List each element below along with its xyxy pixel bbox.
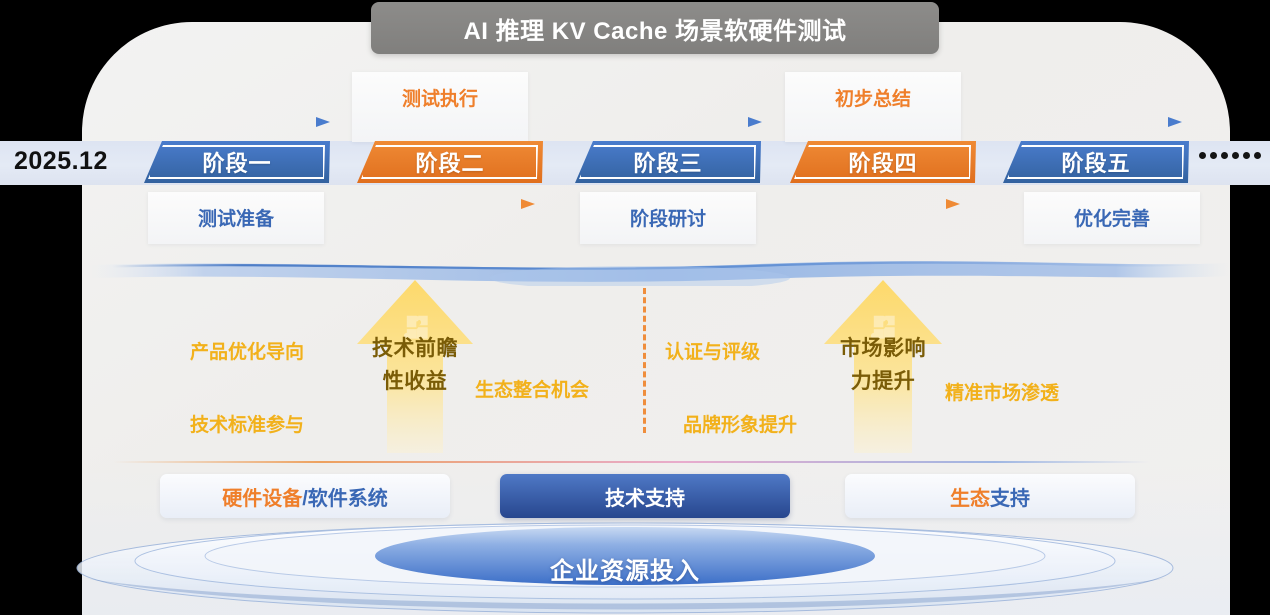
puzzle-icon bbox=[403, 315, 428, 339]
benefit-label-standard-participation: 技术标准参与 bbox=[190, 415, 305, 436]
benefit-label-brand-image: 品牌形象提升 bbox=[683, 415, 798, 436]
support-item-hardware-software[interactable]: 硬件设备/软件系统 bbox=[160, 474, 450, 518]
benefit-arrow-label: 技术前瞻性收益 bbox=[372, 337, 458, 393]
timeline-start-date: 2025.12 bbox=[14, 147, 108, 175]
benefit-label-product-optimization: 产品优化导向 bbox=[190, 342, 305, 363]
benefit-label-market-penetration: 精准市场渗透 bbox=[945, 383, 1060, 404]
phase-label: 阶段三 bbox=[633, 151, 703, 176]
puzzle-icon bbox=[870, 315, 895, 339]
phase-bottom-caption-1: 测试准备 bbox=[148, 192, 324, 244]
phase-bottom-caption-5: 优化完善 bbox=[1024, 192, 1200, 244]
support-label: 技术支持 bbox=[605, 487, 685, 510]
foundation-label: 企业资源投入 bbox=[550, 558, 700, 585]
phase-label: 阶段四 bbox=[848, 151, 918, 176]
page-title: AI 推理 KV Cache 场景软硬件测试 bbox=[371, 2, 939, 54]
phase-label: 阶段一 bbox=[202, 151, 272, 176]
benefit-label-ecosystem-integration: 生态整合机会 bbox=[475, 380, 590, 401]
support-label-part-a: 生态 bbox=[950, 487, 990, 510]
benefit-arrow-tech-foresight: 技术前瞻性收益 bbox=[355, 278, 475, 453]
banner-shape bbox=[1003, 141, 1189, 183]
timeline-continuation-dots bbox=[1199, 152, 1261, 159]
banner-shape bbox=[144, 141, 330, 183]
banner-shape bbox=[575, 141, 761, 183]
phase-group-2[interactable]: 阶段二 bbox=[357, 141, 543, 183]
support-label-part-a: 硬件设备 bbox=[222, 487, 303, 510]
phase-banner-4[interactable]: 阶段四 bbox=[790, 141, 976, 183]
benefit-arrow-label: 市场影响力提升 bbox=[840, 337, 926, 393]
benefit-arrow-market-influence: 市场影响力提升 bbox=[822, 278, 944, 453]
phase-banner-1[interactable]: 阶段一 bbox=[144, 141, 330, 183]
phase-banner-5[interactable]: 阶段五 bbox=[1003, 141, 1189, 183]
support-section-divider bbox=[112, 461, 1150, 463]
phase-group-5[interactable]: 阶段五 bbox=[1003, 141, 1189, 183]
phase-group-4[interactable]: 阶段四 bbox=[790, 141, 976, 183]
phase-top-caption-4: 初步总结 bbox=[785, 72, 961, 142]
support-item-ecosystem[interactable]: 生态支持 bbox=[845, 474, 1135, 518]
page-title-text: AI 推理 KV Cache 场景软硬件测试 bbox=[463, 17, 847, 45]
phase-bottom-caption-3: 阶段研讨 bbox=[580, 192, 756, 244]
phase-top-caption-2: 测试执行 bbox=[352, 72, 528, 142]
progress-arrow-blue-1 bbox=[168, 111, 330, 132]
progress-arrow-blue-3 bbox=[1020, 111, 1182, 132]
foundation-disc: 企业资源投入 bbox=[75, 508, 1175, 615]
wave-divider bbox=[90, 261, 1230, 286]
support-label-part-b: /软件系统 bbox=[302, 487, 388, 510]
banner-shape bbox=[790, 141, 976, 183]
phase-banner-3[interactable]: 阶段三 bbox=[575, 141, 761, 183]
support-label-part-b: 支持 bbox=[990, 487, 1030, 510]
progress-arrow-blue-2 bbox=[600, 111, 762, 132]
phase-banner-2[interactable]: 阶段二 bbox=[357, 141, 543, 183]
phase-label: 阶段二 bbox=[415, 151, 485, 176]
progress-arrow-orange-1 bbox=[355, 193, 535, 214]
phase-group-1[interactable]: 阶段一 bbox=[144, 141, 330, 183]
benefit-label-certification-rating: 认证与评级 bbox=[665, 342, 761, 363]
phase-group-3[interactable]: 阶段三 bbox=[575, 141, 761, 183]
banner-shape bbox=[357, 141, 543, 183]
phase-label: 阶段五 bbox=[1061, 151, 1131, 176]
support-item-technical[interactable]: 技术支持 bbox=[500, 474, 790, 518]
progress-arrow-orange-2 bbox=[780, 193, 960, 214]
section-divider-dashed bbox=[643, 288, 646, 433]
